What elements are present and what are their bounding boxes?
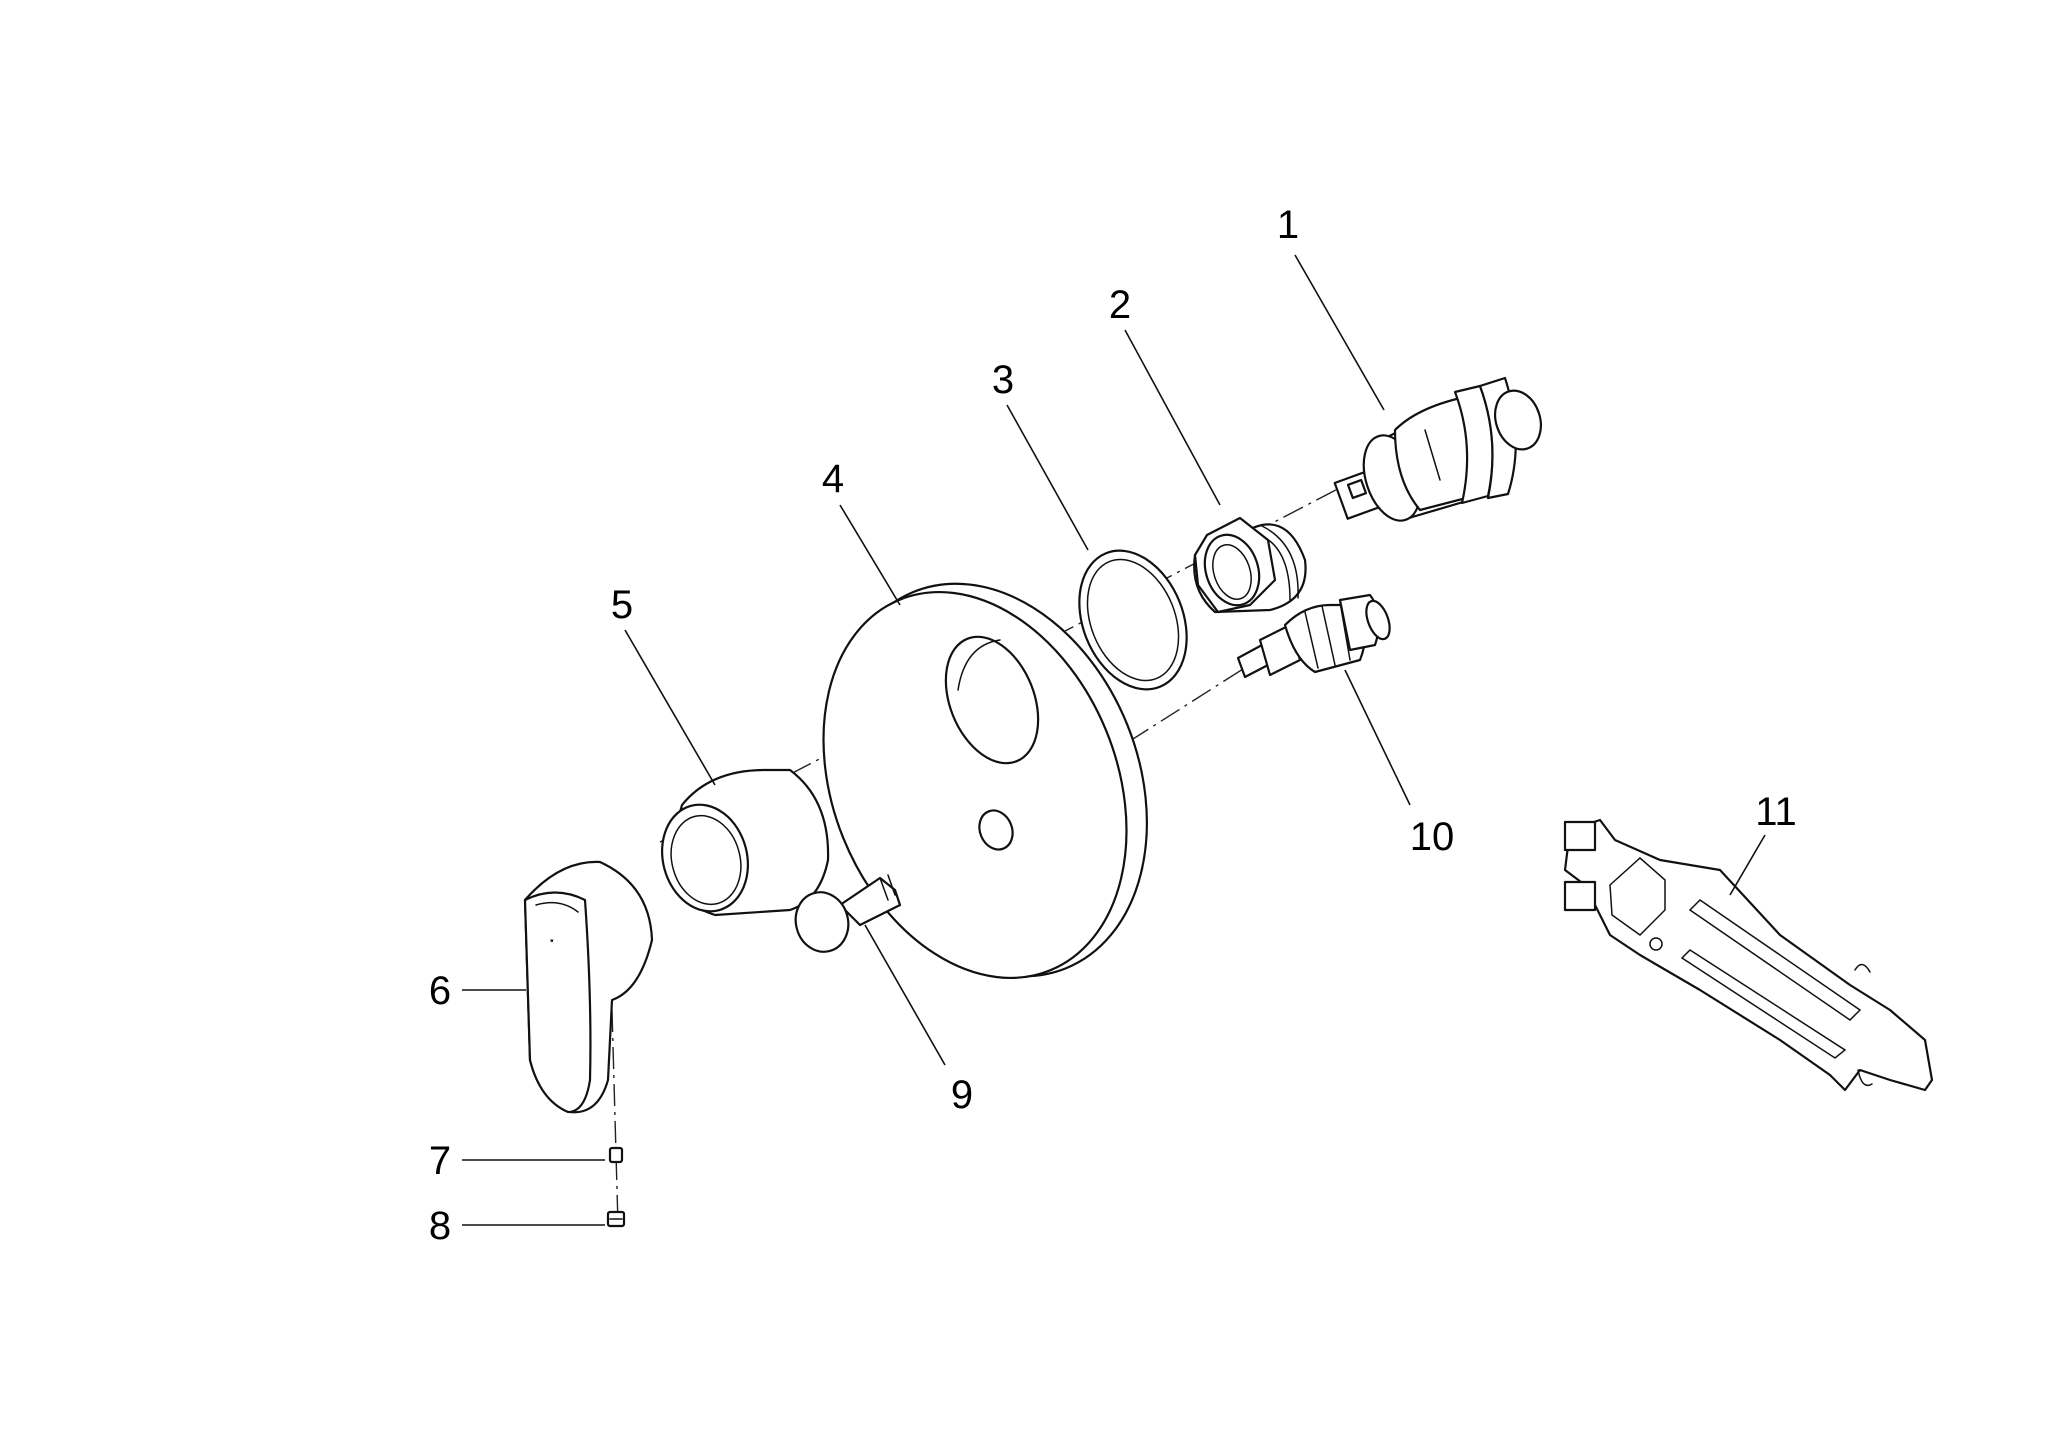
lever-front-face — [523, 891, 592, 1114]
wrench-slot-upper — [1688, 899, 1862, 1021]
nut-bore — [1203, 533, 1261, 607]
escutcheon-opening-depth — [957, 639, 1001, 691]
nut-bore-inner — [1212, 544, 1252, 600]
wrench-hook-bottom — [1857, 1069, 1873, 1087]
lever-logo-arc — [535, 901, 579, 913]
leader-2 — [1124, 329, 1221, 506]
knob-stem-thread-2 — [887, 874, 896, 896]
wrench-hex-opening — [1609, 856, 1666, 936]
callout-8: 8 — [429, 1204, 451, 1248]
sleeve-bore — [670, 814, 742, 906]
o-ring-outer — [1078, 549, 1188, 691]
escutcheon-main-opening — [944, 635, 1040, 765]
part-escutcheon — [822, 582, 1148, 980]
wrench-jaw-bottom — [1563, 880, 1597, 912]
callout-6: 6 — [429, 969, 451, 1013]
knob-cap — [794, 891, 850, 953]
callout-10: 10 — [1410, 815, 1455, 859]
diverter-end-cap — [1365, 599, 1391, 641]
callout-11: 11 — [1755, 790, 1797, 834]
diverter-ring-3 — [1339, 601, 1351, 661]
leader-1 — [1294, 254, 1385, 411]
callout-7: 7 — [429, 1139, 451, 1183]
nut-thread-2 — [1261, 525, 1299, 599]
part-o-ring — [1078, 549, 1188, 691]
wrench-jaw-top — [1563, 820, 1597, 852]
knob-stem-thread-1 — [879, 877, 889, 901]
leader-3 — [1006, 404, 1089, 551]
callout-9: 9 — [951, 1073, 973, 1117]
part-screw-small — [608, 1146, 624, 1164]
callout-5: 5 — [611, 583, 633, 627]
screw-axis — [611, 1009, 619, 1226]
callout-3: 3 — [992, 358, 1014, 402]
diverter-ring-1 — [1304, 611, 1319, 669]
leader-4 — [839, 504, 901, 606]
wrench-hole — [1649, 937, 1663, 951]
callout-1: 1 — [1277, 203, 1299, 247]
part-lever-handle: ✦ — [523, 860, 654, 1114]
part-diverter-knob — [794, 874, 902, 953]
sleeve-front-face — [660, 803, 750, 913]
part-diverter-cartridge — [1236, 593, 1391, 679]
callout-4: 4 — [822, 457, 844, 501]
callout-2: 2 — [1109, 283, 1131, 327]
leader-lines — [462, 254, 1766, 1226]
lever-brand-logo: ✦ — [546, 936, 556, 946]
part-nut — [1193, 516, 1307, 614]
wrench-outline — [1563, 818, 1934, 1092]
escutcheon-face — [822, 590, 1128, 980]
part-wrench — [1563, 818, 1934, 1092]
leader-10 — [1344, 669, 1411, 806]
leader-9 — [864, 924, 946, 1066]
wrench-hook-top — [1854, 963, 1871, 973]
part-cartridge — [1333, 376, 1542, 522]
diverter-ring-2 — [1321, 605, 1336, 666]
cartridge-back-cap — [1494, 389, 1542, 451]
cartridge-spindle-square — [1346, 478, 1368, 500]
escutcheon-diverter-hole — [978, 809, 1014, 851]
leader-5 — [624, 629, 716, 786]
part-screw-cap — [606, 1210, 626, 1228]
part-sleeve — [660, 768, 830, 917]
callout-labels: 1 2 3 4 5 6 7 8 9 10 11 — [429, 203, 1797, 1248]
o-ring-inner — [1086, 558, 1180, 682]
cartridge-detail-line — [1424, 429, 1441, 481]
wrench-slot-lower — [1680, 949, 1847, 1059]
grub-screw-7 — [608, 1146, 624, 1164]
leader-11 — [1729, 834, 1766, 896]
